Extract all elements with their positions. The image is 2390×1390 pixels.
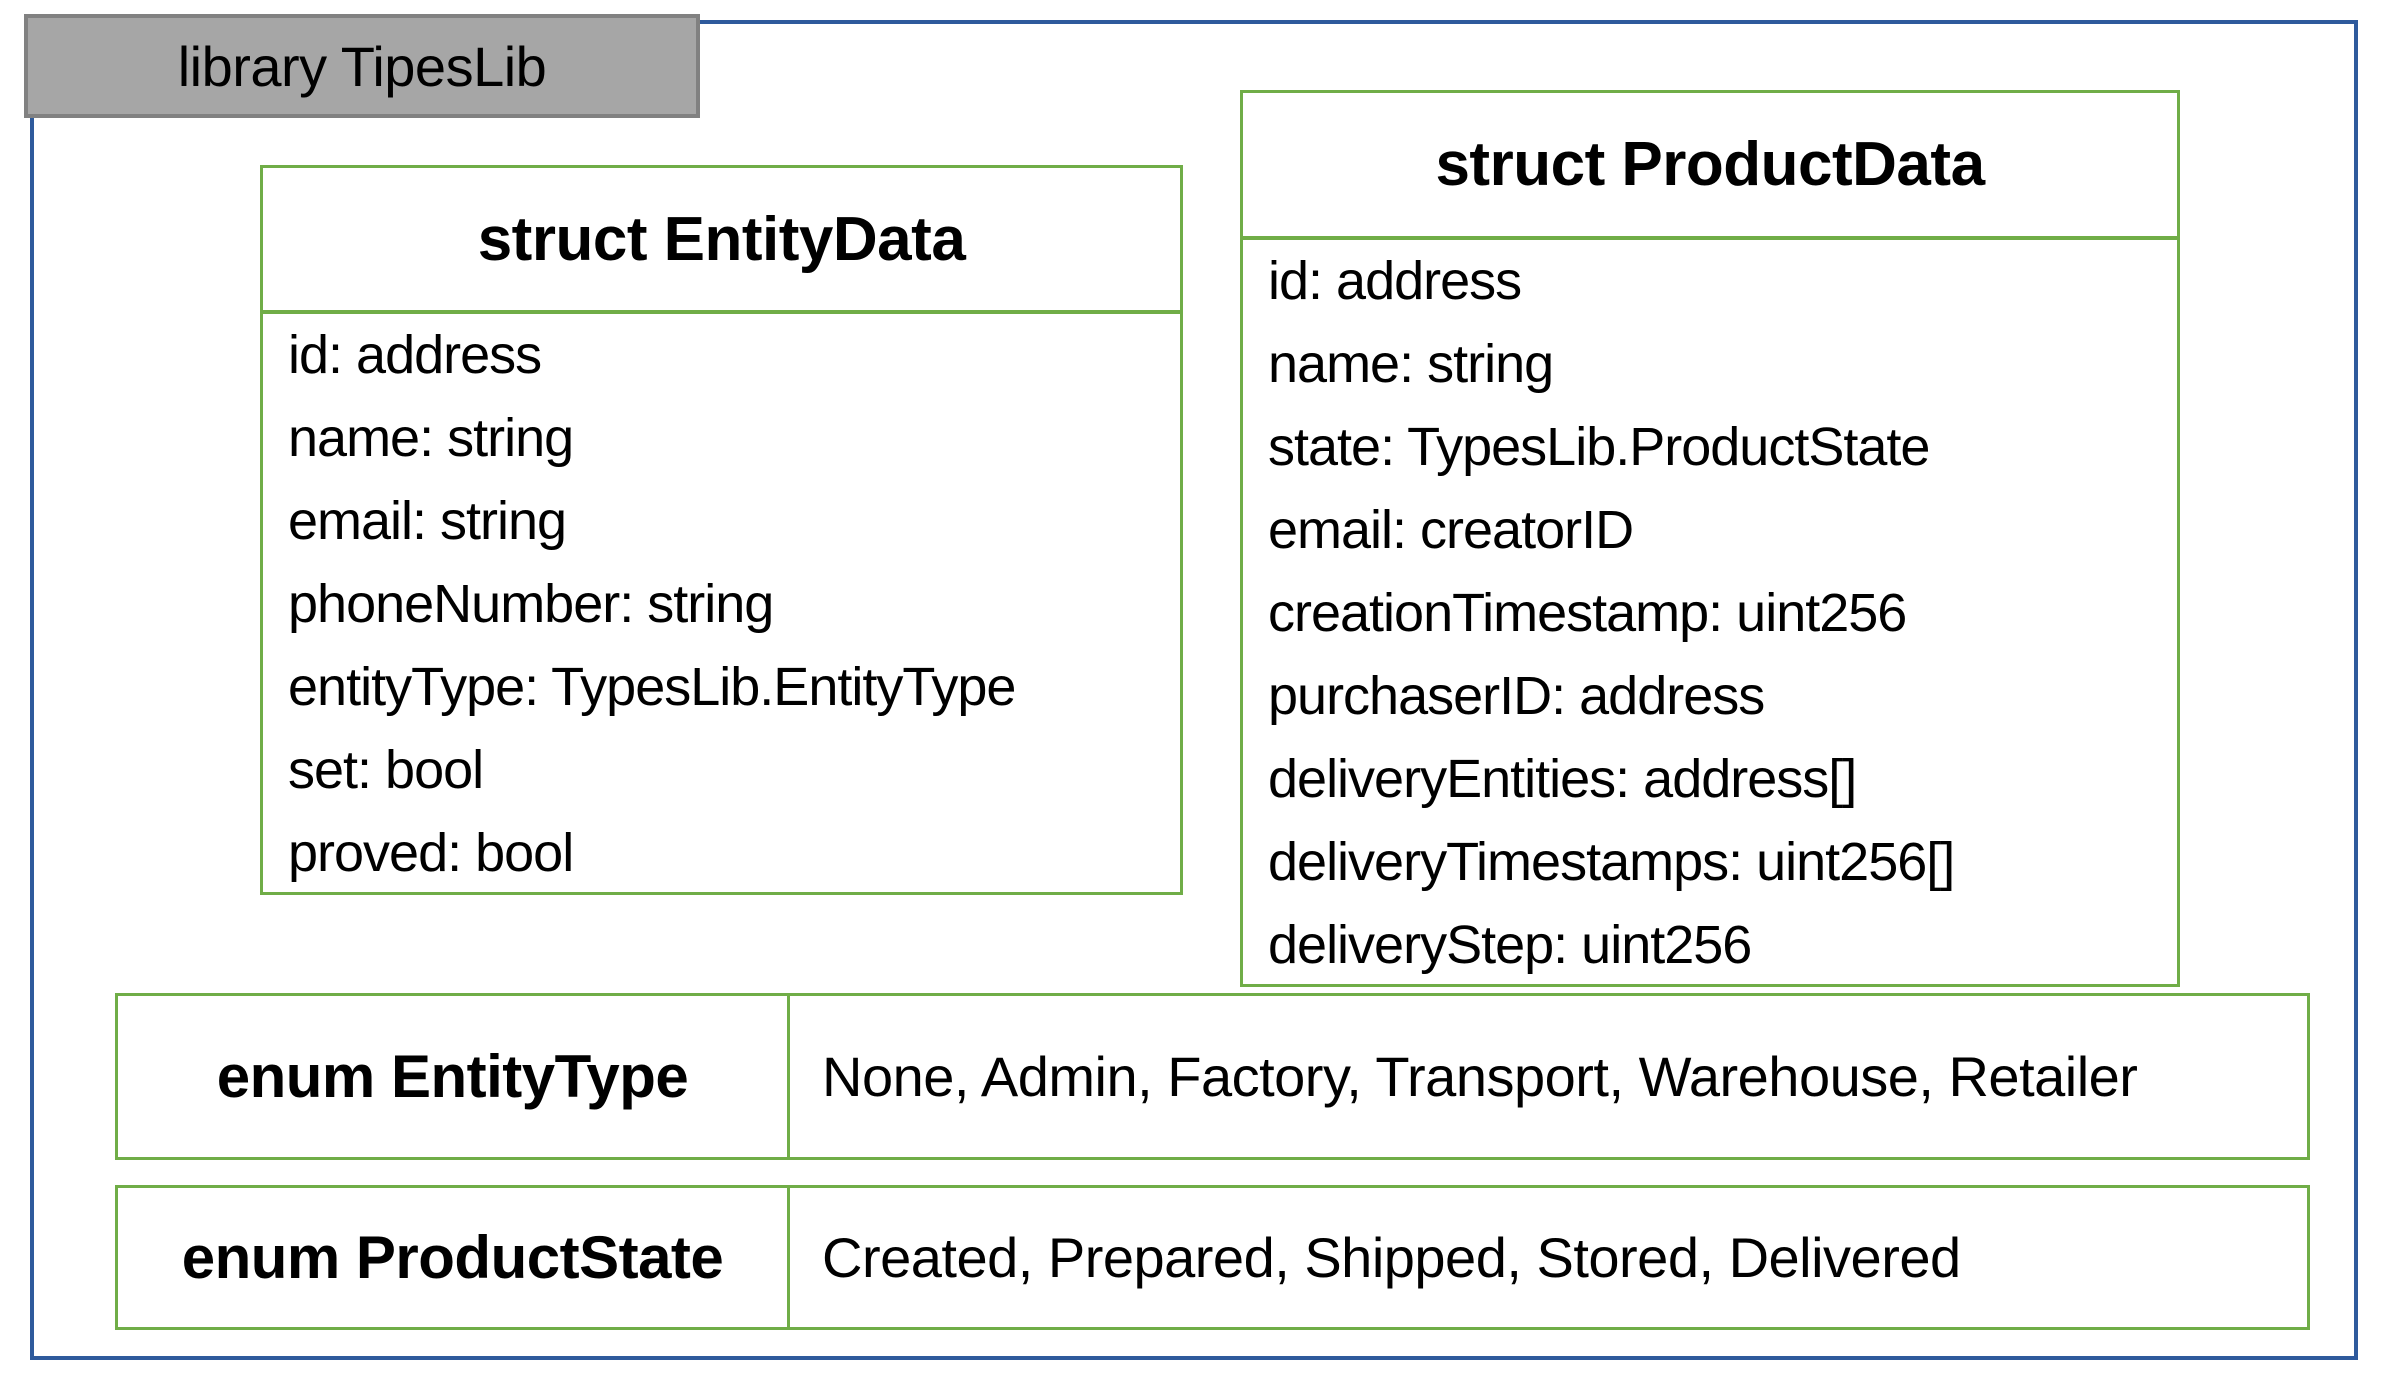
- enum-entitytype-values: None, Admin, Factory, Transport, Warehou…: [822, 1045, 2138, 1108]
- struct-field: entityType: TypesLib.EntityType: [288, 657, 1016, 717]
- struct-field: proved: bool: [288, 823, 574, 883]
- library-frame: [30, 20, 2358, 1360]
- struct-entitydata-box: struct EntityData id: address name: stri…: [260, 165, 1183, 895]
- struct-field: email: creatorID: [1268, 500, 1634, 560]
- enum-entitytype-label: enum EntityType: [118, 996, 790, 1157]
- struct-field: creationTimestamp: uint256: [1268, 583, 1907, 643]
- struct-field: deliveryStep: uint256: [1268, 915, 1752, 975]
- struct-field: set: bool: [288, 740, 484, 800]
- enum-productstate-box: enum ProductState Created, Prepared, Shi…: [115, 1185, 2310, 1330]
- struct-field: state: TypesLib.ProductState: [1268, 417, 1930, 477]
- struct-field: name: string: [288, 408, 574, 468]
- struct-field: id: address: [1268, 251, 1522, 311]
- struct-field: deliveryEntities: address[]: [1268, 749, 1857, 809]
- struct-field: id: address: [288, 325, 542, 385]
- library-title-tab: library TipesLib: [24, 14, 700, 118]
- struct-field: phoneNumber: string: [288, 574, 774, 634]
- enum-productstate-values: Created, Prepared, Shipped, Stored, Deli…: [822, 1226, 1961, 1289]
- struct-field: email: string: [288, 491, 567, 551]
- struct-field: purchaserID: address: [1268, 666, 1765, 726]
- struct-entitydata-fields: id: address name: string email: string p…: [263, 314, 1180, 895]
- struct-field: name: string: [1268, 334, 1554, 394]
- struct-entitydata-title: struct EntityData: [263, 168, 1180, 314]
- struct-productdata-box: struct ProductData id: address name: str…: [1240, 90, 2180, 987]
- struct-productdata-fields: id: address name: string state: TypesLib…: [1243, 240, 2177, 987]
- enum-productstate-label: enum ProductState: [118, 1188, 790, 1327]
- struct-productdata-title: struct ProductData: [1243, 93, 2177, 240]
- enum-entitytype-box: enum EntityType None, Admin, Factory, Tr…: [115, 993, 2310, 1160]
- struct-field: deliveryTimestamps: uint256[]: [1268, 832, 1955, 892]
